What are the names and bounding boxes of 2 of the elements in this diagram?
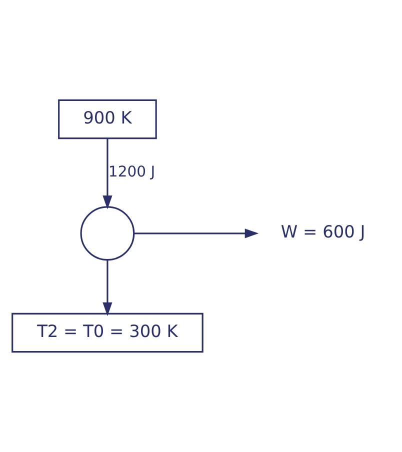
node-text: W = 600 J xyxy=(280,221,366,242)
edge-label: 1200 J xyxy=(108,164,156,181)
